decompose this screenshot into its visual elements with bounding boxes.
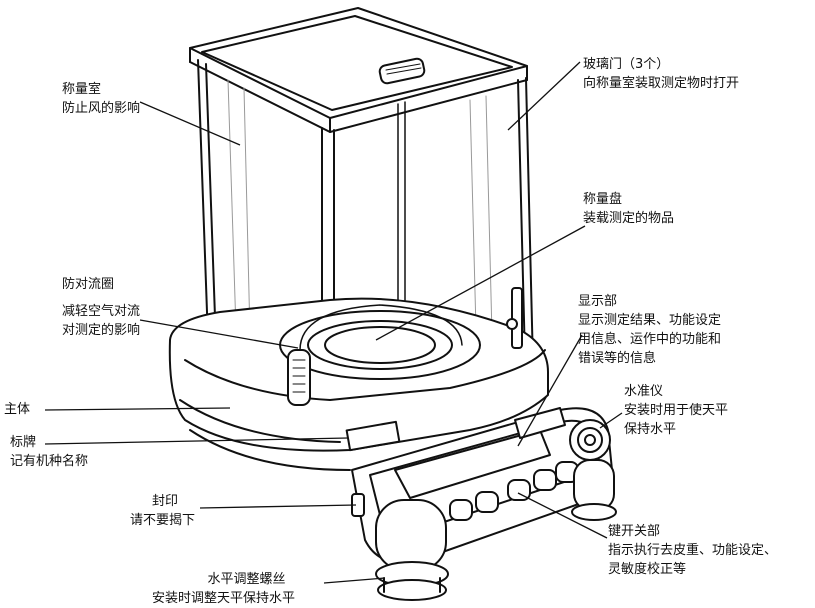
label-weighing-pan: 称量盘 装载测定的物品 [583, 190, 674, 228]
display-desc-1: 显示测定结果、功能设定 [578, 313, 722, 328]
label-level: 水准仪 安装时用于使天平 保持水平 [624, 382, 728, 439]
label-leveling-screw: 水平调整螺丝 安装时调整天平保持水平 [152, 570, 295, 608]
nameplate-shape [345, 420, 401, 452]
display-desc-3: 错误等的信息 [578, 351, 657, 366]
feet [375, 459, 617, 601]
door-rail [506, 287, 523, 349]
label-keys: 键开关部 指示执行去皮重、功能设定、 灵敏度校正等 [608, 522, 777, 579]
weighing-pan [279, 304, 481, 380]
level-desc-1: 安装时用于使天平 [624, 403, 729, 418]
label-glass-door: 玻璃门（3个） 向称量室装取测定物时打开 [583, 55, 739, 93]
weighing-chamber-title: 称量室 [62, 82, 102, 97]
seal-title: 封印 [152, 494, 179, 509]
seal-desc: 请不要揭下 [130, 513, 196, 528]
corner-posts [197, 59, 534, 441]
weighing-pan-title: 称量盘 [583, 192, 623, 207]
nameplate-desc: 记有机种名称 [10, 454, 89, 469]
glass-door-title: 玻璃门（3个） [583, 57, 670, 72]
level-desc-2: 保持水平 [624, 422, 677, 437]
glass-reflections [227, 79, 493, 336]
main-body-title: 主体 [4, 402, 31, 417]
label-nameplate: 标牌 记有机种名称 [10, 433, 88, 471]
leader-lines [44, 61, 623, 584]
display-desc-2: 用信息、运作中的功能和 [578, 332, 722, 347]
draft-ring-desc-1: 减轻空气对流 [62, 304, 141, 319]
label-draft-ring: 防对流圈 减轻空气对流 对测定的影响 [62, 275, 140, 340]
leveling-screw-desc: 安装时调整天平保持水平 [152, 591, 296, 606]
label-main-body: 主体 [4, 400, 30, 419]
level-title: 水准仪 [624, 384, 664, 399]
label-display: 显示部 显示测定结果、功能设定 用信息、运作中的功能和 错误等的信息 [578, 292, 721, 368]
weighing-chamber-desc: 防止风的影响 [62, 101, 141, 116]
draft-ring-lattice [287, 349, 311, 406]
keys-desc-1: 指示执行去皮重、功能设定、 [608, 543, 778, 558]
top-frame [189, 7, 528, 133]
glass-door-desc: 向称量室装取测定物时打开 [583, 76, 740, 91]
nameplate-title: 标牌 [10, 435, 37, 450]
draft-ring-desc-2: 对测定的影响 [62, 323, 141, 338]
weighing-pan-desc: 装载测定的物品 [583, 211, 675, 226]
keys-title: 键开关部 [608, 524, 661, 539]
leveling-screw-title: 水平调整螺丝 [207, 572, 286, 587]
keys-desc-2: 灵敏度校正等 [608, 562, 687, 577]
display-title: 显示部 [578, 294, 618, 309]
label-weighing-chamber: 称量室 防止风的影响 [62, 80, 140, 118]
draft-ring-title: 防对流圈 [62, 277, 115, 292]
label-seal: 封印 请不要揭下 [130, 492, 195, 530]
